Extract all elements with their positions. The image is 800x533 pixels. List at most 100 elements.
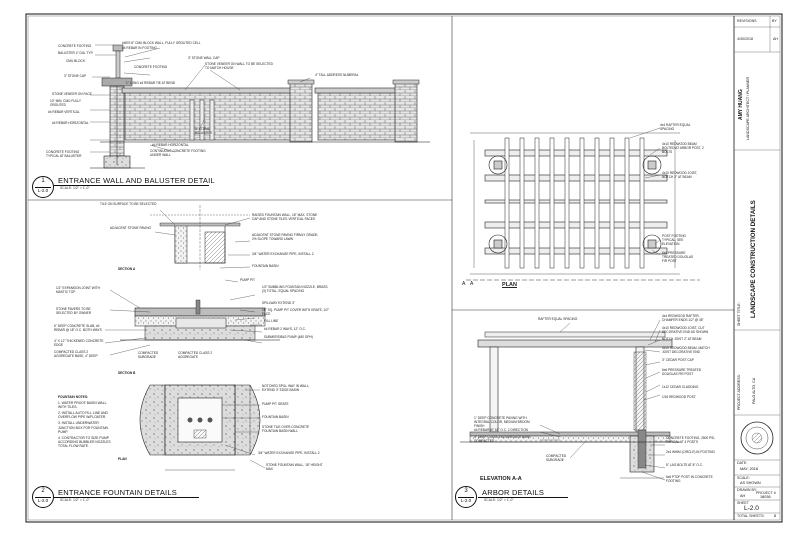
total-sheets: 8	[774, 514, 777, 518]
fountain-label: COMPACTED SUBGRADE	[138, 351, 159, 359]
fountain-label: COMPACTED CLASS 2 AGGREGATE	[178, 351, 213, 359]
detail-number: 1	[41, 178, 45, 184]
fountain-label: SECTION A	[118, 267, 136, 271]
wall-label: #4 REBAR HORIZONTAL	[152, 143, 189, 147]
date-value: MAY, 2018	[740, 467, 759, 471]
wall-label: 3" STONE CAP	[64, 74, 87, 78]
arbor-label: 4x4 REDWOOD RAFTER, CHAMFER ENDS 1/2" @ …	[662, 314, 704, 322]
scale-label: SCALE:	[737, 476, 750, 480]
detail-bubble-3: 3 L-2.0	[455, 486, 477, 508]
wall-label: 10" MIN. CMU FULLY GROUTED	[50, 99, 81, 107]
fountain-label: FILL LINE	[264, 319, 279, 323]
wall-label: CONTINUOUS CONCRETE FOOTING UNDER WALL	[150, 149, 206, 157]
arbor-label: COMPACTED SUBGRADE	[546, 454, 567, 462]
arbor-label: 4x10 REDWOOD BEAM BOLTED AT ARBOR POST, …	[662, 142, 704, 154]
wall-label: CONCRETE FOOTING TYPICAL AT BALUSTER	[46, 150, 82, 158]
fountain-label: RAISED FOUNTAIN WALL, 18" MAX. STONE CAP…	[252, 213, 318, 221]
fountain-label: 3/4" WATER EXCHANGE PIPE, INSTALL 2	[258, 451, 320, 455]
wall-label: STONE VENEER ON FACE	[52, 92, 92, 96]
detail-bubble-1: 1 L-2.0	[32, 176, 54, 198]
notes-title: FOUNTAIN NOTES:	[58, 395, 89, 399]
arbor-label: 4x4 RAFTER EQUAL SPACING	[660, 123, 691, 131]
note-item: 3. INSTALL UNDERWATER JUNCTION BOX FOR F…	[58, 421, 108, 434]
arbor-label: 6x6 PTDF POST IN CONCRETE FOOTING	[666, 475, 713, 483]
fountain-label: #4 REBAR 2 WAYS, 12" O.C.	[264, 327, 306, 331]
revisions-label: REVISIONS	[737, 19, 757, 23]
detail-bubble-2: 2 L-2.0	[32, 486, 54, 508]
fountain-notes: FOUNTAIN NOTES: 1. WATER PROOF BASIN WAL…	[58, 395, 114, 448]
detail-scale-1: SCALE: 1/2" = 1'-0"	[60, 186, 90, 190]
wall-label: 3" STONE WALL CAP	[188, 56, 220, 60]
arbor-label: 6x6 PRESSURE TREATED DOUGLAS FIR POST	[662, 368, 702, 376]
wall-label: 1" LONG #4 REBAR TIE AT BEND	[126, 81, 176, 85]
wall-label: BALUSTER 4" DIA. TYP.	[58, 51, 94, 55]
revision-date: 4/30/2018	[737, 37, 753, 41]
arbor-label: A	[462, 281, 466, 287]
arbor-label: 1/16 REDWOOD POST	[662, 395, 696, 399]
arbor-label: 6x6 PRESSURE TREATED DOUGLAS FIR POST	[662, 251, 694, 263]
project-address-label: PROJECT ADDRESS:	[737, 374, 741, 410]
detail-title-1: ENTRANCE WALL AND BALUSTER DETAIL	[58, 176, 215, 185]
date-label: DATE:	[737, 461, 748, 465]
wall-label: #4 REBAR HORIZONTAL	[52, 121, 89, 125]
sheet-label: SHEET	[737, 501, 749, 505]
fountain-label: SUBMERSIBLE PUMP (480 GPH)	[264, 335, 313, 339]
firm-name: AMY HUANG	[738, 89, 744, 120]
arbor-label: 1" DEEP CONCRETE PAVING WITH INTEGRAL CO…	[474, 416, 530, 428]
fountain-label: COMPACTED CLASS 2 AGGREGATE BASE, 4" DEE…	[54, 350, 98, 358]
project-number: 18036	[760, 495, 771, 499]
project-city: PALO ALTO, CA	[752, 377, 756, 404]
project-number-label: PROJECT #	[756, 491, 776, 495]
detail-scale-2: SCALE: 1/2" = 1'-0"	[60, 498, 90, 502]
scale-value: AS SHOWN	[740, 481, 761, 485]
fountain-label: STONE PAVERS TO BE SELECTED BY OWNER	[56, 307, 92, 315]
detail-sheet: L-2.0	[460, 497, 472, 503]
arbor-label: 1x12 CEDAR CLADDING	[662, 385, 699, 389]
fountain-label: 3/4" WATER EXCHANGE PIPE, INSTALL 2	[252, 252, 314, 256]
fountain-label: FOUNTAIN BASIN	[252, 264, 279, 268]
fountain-label: NOTCHED SPILL WAY IN WALL, EXTEND 3" EDG…	[262, 384, 310, 392]
fountain-label: 4" X 12" THICKENED CONCRETE EDGE	[54, 339, 104, 347]
fountain-label: FOUNTAIN BASIN	[262, 415, 289, 419]
arbor-label: PLAN	[502, 282, 517, 288]
detail-number: 2	[41, 488, 45, 494]
note-item: 4. CONTRACTOR TO SIZE PUMP ACCORDING BUB…	[58, 435, 111, 448]
fountain-label: 6" DEEP CONCRETE SLAB, #4 REBAR @ 18" O.…	[54, 324, 102, 332]
detail-sheet: L-2.0	[37, 187, 49, 193]
note-item: 1. WATER PROOF BASIN WALL WITH TILES.	[58, 401, 107, 410]
firm-subtitle: LANDSCAPE ARCHITECT / PLANNER	[746, 76, 750, 140]
drawn-by-value: AH	[740, 494, 746, 498]
drawn-by-label: DRAWN BY:	[737, 488, 758, 492]
arbor-label: 4" DEEP CLASS II AGGREGATE BASE, COMPACT…	[474, 435, 532, 443]
wall-label: #4 REBAR IN FOOTING	[122, 46, 157, 50]
wall-label: CONCRETE FOOTING	[58, 44, 92, 48]
detail-title-2: ENTRANCE FOUNTAIN DETAILS	[58, 488, 177, 497]
fountain-label: 1/2" BUBBLING FOUNTAIN NOZZLE, BRASS, (3…	[262, 285, 329, 293]
detail-number: 3	[464, 488, 468, 494]
fountain-label: SPILLWAY EXTEND 3"	[262, 301, 295, 305]
fountain-label: PUMP PIT	[240, 278, 255, 282]
arbor-label: CONCRETE FOOTING, 2500 PSI, TYPICAL AT 4…	[666, 436, 716, 444]
arbor-label: 4x10 REDWOOD BEAM, MATCH JOIST DECORATIV…	[662, 346, 710, 354]
arbor-label: 4x10 REDWOOD JOIST, NOTCH 2" AT BEAM	[662, 171, 698, 179]
wall-label: STONE VENEER ON WALL TO BE SELECTED TO M…	[205, 62, 273, 70]
arbor-label: A	[470, 281, 474, 287]
wall-label: #4 REBAR VERTICAL	[48, 110, 80, 114]
sheet-number: L-2.0	[744, 505, 759, 512]
fountain-label: ADJACENT STONE PAVING FIRMLY GRADE, 2% S…	[252, 233, 319, 241]
fountain-label: PUMP PIT GRATE	[262, 402, 289, 406]
arbor-label: 5" LAG BOLTS AT 8" O.C.	[666, 463, 703, 467]
detail-scale-3: SCALE: 1/2" = 1'-0"	[484, 498, 514, 502]
detail-sheet: L-2.0	[37, 497, 49, 503]
fountain-label: STONE FOUNTAIN WALL, 18" HEIGHT MAX	[266, 463, 323, 471]
fountain-label: 1/2" EXPANSION JOINT WITH MASTIC TOP	[56, 286, 100, 294]
fountain-label: ADJACENT STONE PAVING	[110, 226, 152, 230]
arbor-label: NOTCH JOIST 2" AT BEAM	[662, 337, 702, 341]
fountain-label: SECTION B	[118, 371, 136, 375]
sheet-title-label: SHEET TITLE:	[737, 302, 741, 326]
arbor-label: RAFTER EQUAL SPACING	[538, 317, 578, 321]
fountain-label: 18" SQ. PUMP PIT COVER WITH GRATE, 1/2" …	[262, 308, 330, 316]
arbor-label: ELEVATION A-A	[480, 476, 522, 482]
